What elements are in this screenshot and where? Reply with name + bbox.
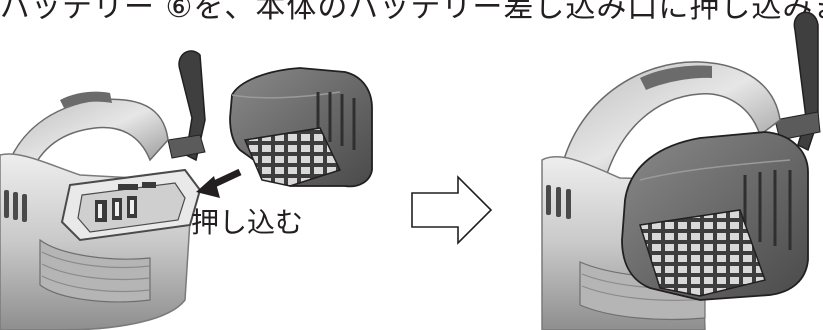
battery-pack-left bbox=[229, 67, 373, 188]
vacuum-body-left bbox=[0, 50, 206, 330]
next-step-arrow-icon bbox=[411, 175, 493, 245]
battery-pack-installed bbox=[621, 131, 809, 301]
push-in-label: 押し込む bbox=[191, 206, 304, 239]
instruction-text: バッテリー ⑥を、本体のバッテリー差し込み口に押し込みます。 bbox=[0, 0, 823, 25]
insert-arrow-icon bbox=[196, 168, 242, 198]
